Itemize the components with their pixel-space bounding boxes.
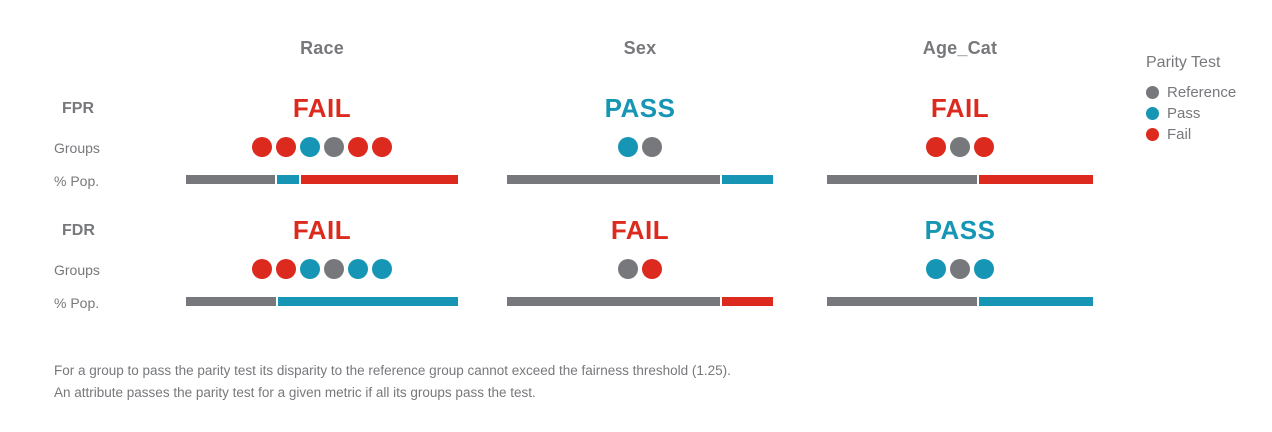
pop-segment-pass (276, 175, 299, 184)
pop-segment-reference (186, 175, 275, 184)
column-header-sex: Sex (623, 38, 657, 58)
groups-dots-fdr-age_cat (827, 258, 1093, 280)
group-dot-fail (372, 137, 392, 157)
group-dot-fail (276, 137, 296, 157)
group-dot-reference (950, 259, 970, 279)
group-dot-reference (324, 259, 344, 279)
verdict-fpr-race: FAIL (292, 93, 352, 123)
metric-label-fdr: FDR (62, 222, 95, 239)
pop-segment-reference (827, 297, 977, 306)
pop-segment-pass (721, 175, 773, 184)
group-dot-fail (974, 137, 994, 157)
pop-segment-pass (278, 297, 458, 306)
group-dot-pass (372, 259, 392, 279)
group-dot-reference (618, 259, 638, 279)
pop-row-label: % Pop. (54, 173, 100, 189)
groups-dots-fdr-sex (507, 258, 773, 280)
group-dot-fail (276, 259, 296, 279)
group-dot-pass (300, 259, 320, 279)
pop-segment-reference (827, 175, 977, 184)
group-dot-fail (252, 259, 272, 279)
group-dot-reference (642, 137, 662, 157)
legend-item-reference[interactable]: Reference (1146, 84, 1236, 101)
footnote: For a group to pass the parity test its … (54, 360, 731, 404)
pop-bar-fpr-age_cat (827, 175, 1093, 184)
legend-title: Parity Test (1146, 54, 1221, 71)
group-dot-pass (618, 137, 638, 157)
pop-segment-fail (300, 175, 458, 184)
group-dot-fail (348, 137, 368, 157)
group-dot-pass (348, 259, 368, 279)
groups-dots-fpr-age_cat (827, 136, 1093, 158)
group-dot-reference (324, 137, 344, 157)
pop-segment-pass (978, 297, 1093, 306)
pop-bar-fdr-age_cat (827, 297, 1093, 306)
pop-segment-fail (721, 297, 773, 306)
pop-segment-reference (186, 297, 277, 306)
legend-label-pass: Pass (1167, 105, 1201, 122)
group-dot-pass (300, 137, 320, 157)
legend-dot-fail (1146, 128, 1159, 141)
groups-dots-fdr-race (186, 258, 458, 280)
pop-segment-reference (507, 175, 720, 184)
column-header-age_cat: Age_Cat (922, 38, 998, 58)
verdict-fdr-sex: FAIL (610, 215, 670, 245)
group-dot-fail (642, 259, 662, 279)
group-dot-reference (950, 137, 970, 157)
column-header-race: Race (300, 38, 344, 58)
legend-dot-pass (1146, 107, 1159, 120)
metric-label-fpr: FPR (62, 100, 94, 117)
legend-item-fail[interactable]: Fail (1146, 126, 1236, 143)
pop-row-label: % Pop. (54, 295, 100, 311)
legend-label-fail: Fail (1167, 126, 1192, 143)
groups-row-label: Groups (54, 262, 100, 278)
group-dot-pass (974, 259, 994, 279)
verdict-fpr-sex: PASS (604, 93, 676, 123)
pop-segment-reference (507, 297, 720, 306)
verdict-fdr-age_cat: PASS (924, 215, 996, 245)
pop-bar-fdr-race (186, 297, 458, 306)
verdict-fdr-race: FAIL (292, 215, 352, 245)
footnote-line-1: For a group to pass the parity test its … (54, 363, 731, 378)
pop-bar-fdr-sex (507, 297, 773, 306)
pop-bar-fpr-sex (507, 175, 773, 184)
groups-row-label: Groups (54, 140, 100, 156)
verdict-fpr-age_cat: FAIL (930, 93, 990, 123)
group-dot-fail (252, 137, 272, 157)
group-dot-fail (926, 137, 946, 157)
pop-bar-fpr-race (186, 175, 458, 184)
groups-dots-fpr-sex (507, 136, 773, 158)
pop-segment-fail (978, 175, 1093, 184)
legend-label-reference: Reference (1167, 84, 1237, 101)
legend-dot-reference (1146, 86, 1159, 99)
groups-dots-fpr-race (186, 136, 458, 158)
group-dot-pass (926, 259, 946, 279)
footnote-line-2: An attribute passes the parity test for … (54, 385, 536, 400)
legend-item-pass[interactable]: Pass (1146, 105, 1236, 122)
